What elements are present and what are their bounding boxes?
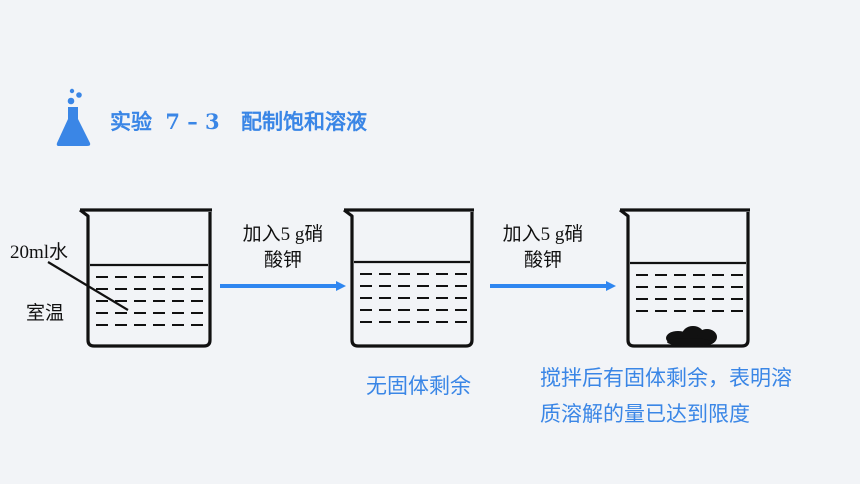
result-no-solid: 无固体剩余 bbox=[366, 374, 471, 398]
step-1-label: 加入5 g硝 酸钾 bbox=[228, 222, 338, 274]
beaker-3 bbox=[619, 208, 750, 348]
step-1-line-1: 加入5 g硝 bbox=[242, 224, 324, 245]
room-temperature-label: 室温 bbox=[26, 303, 65, 324]
water-volume-label: 20ml水 bbox=[10, 242, 69, 263]
step-2-line-2: 酸钾 bbox=[523, 250, 562, 271]
flask-icon bbox=[56, 88, 91, 146]
beaker-2 bbox=[343, 208, 474, 348]
experiment-name: 配制饱和溶液 bbox=[240, 110, 367, 134]
water-pointer-line bbox=[47, 261, 129, 311]
result-saturated: 搅拌后有固体剩余，表明溶 质溶解的量已达到限度 bbox=[540, 360, 850, 432]
step-2-label: 加入5 g硝 酸钾 bbox=[488, 222, 598, 274]
result-saturated-line-2: 质溶解的量已达到限度 bbox=[540, 402, 750, 426]
step-2-line-1: 加入5 g硝 bbox=[502, 224, 584, 245]
undissolved-solid bbox=[666, 326, 717, 346]
page-title: 实验 7 – 3 配制饱和溶液 bbox=[110, 106, 367, 136]
step-1-line-2: 酸钾 bbox=[263, 250, 302, 271]
title-prefix: 实验 bbox=[110, 110, 152, 134]
experiment-number: 7 – 3 bbox=[165, 109, 220, 134]
result-saturated-line-1: 搅拌后有固体剩余，表明溶 bbox=[540, 366, 792, 390]
beaker-1 bbox=[47, 208, 212, 348]
